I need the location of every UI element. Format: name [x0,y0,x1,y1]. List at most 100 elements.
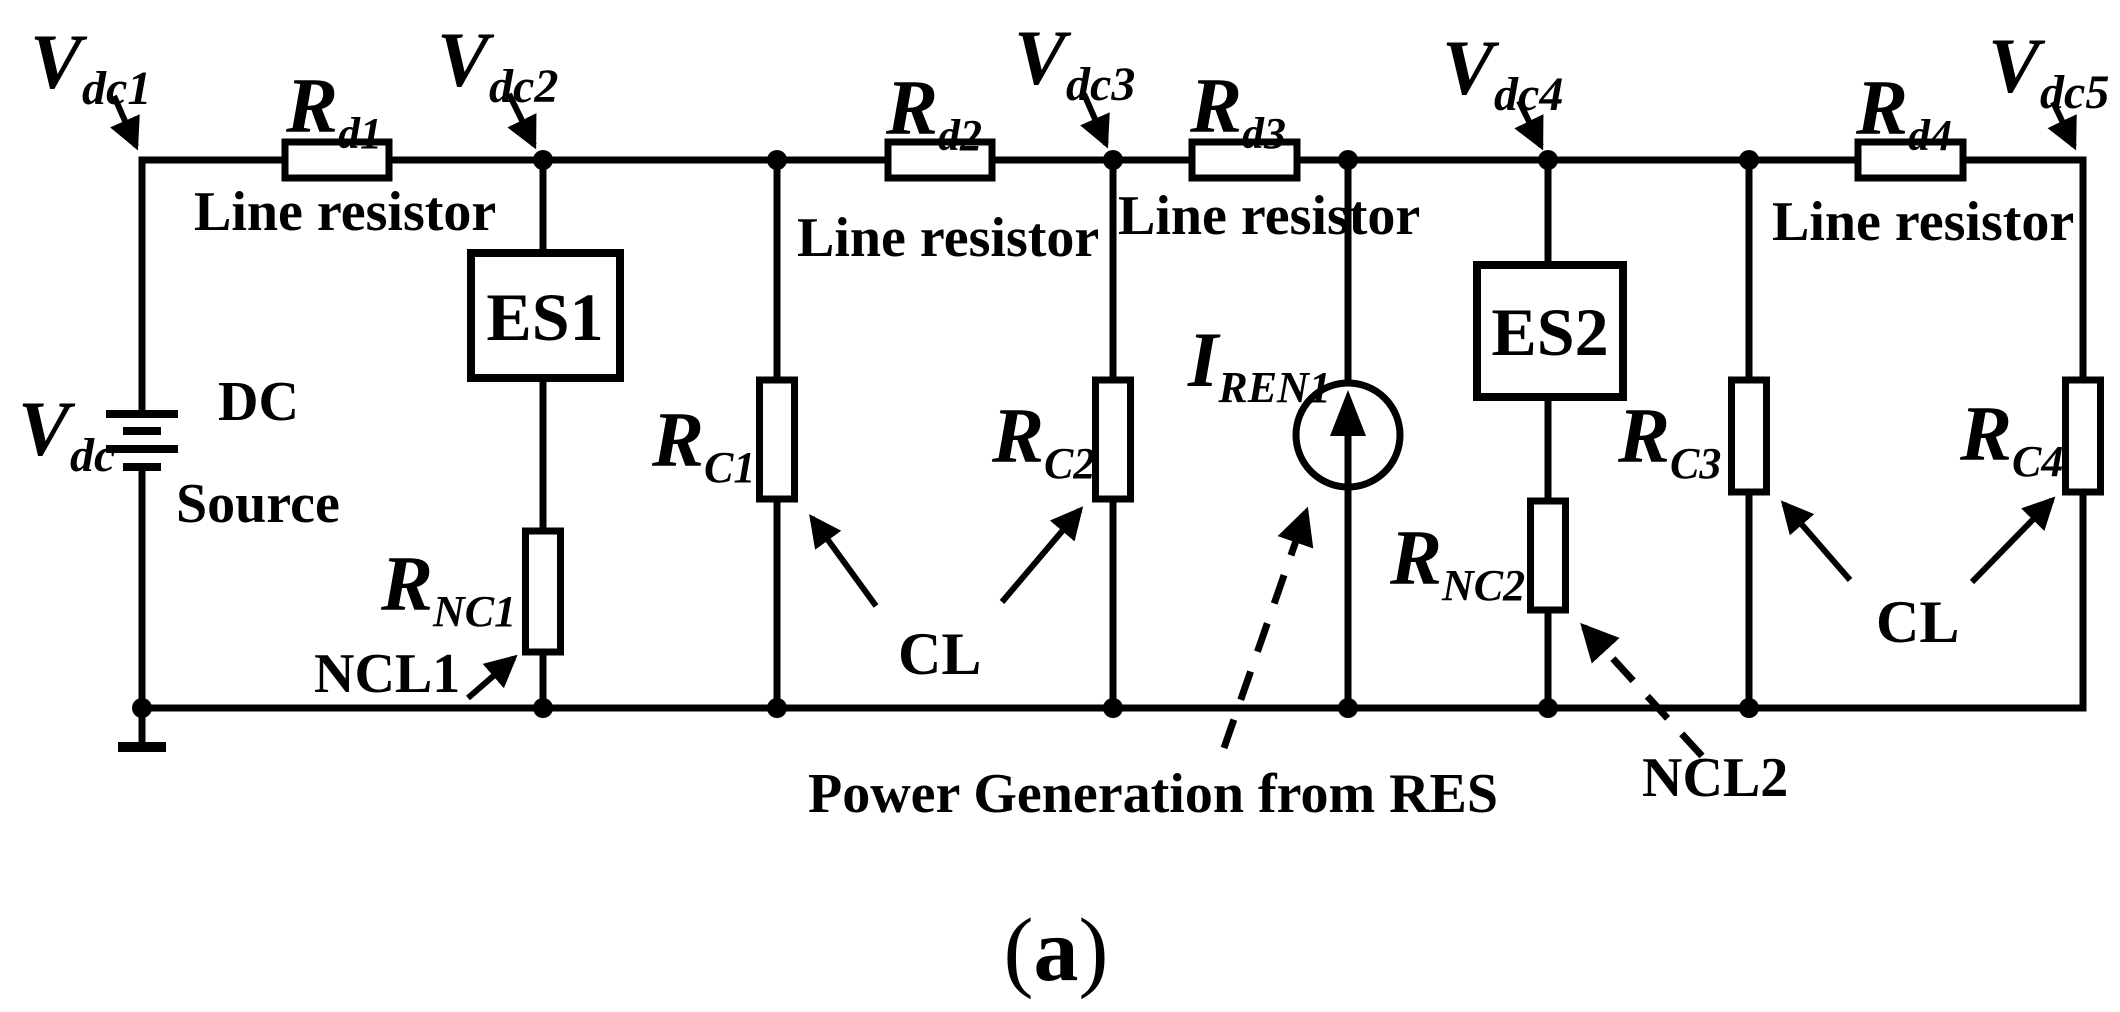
node-label-vdc1: Vdc1 [30,18,151,115]
label-rnc1: RNC1 [380,540,516,636]
junction-dot [1538,698,1558,718]
rc3-subscript: C3 [1670,439,1721,488]
rnc1-subscript: NC1 [432,587,516,636]
line-resistor-caption-4: Line resistor [1772,191,2074,253]
rc3-symbol: R [1617,392,1670,479]
label-rd1: Rd1 [285,62,382,158]
rnc2-subscript: NC2 [1441,561,1525,610]
line-resistor-caption-1: Line resistor [194,181,496,243]
dc-source-symbol-label: Vdc [18,385,115,482]
resistor-rd1 [281,138,393,182]
rc4-symbol: R [1959,390,2012,477]
current-source-icon [1292,379,1404,491]
es2-label: ES2 [1491,294,1608,370]
junction-dot [533,698,553,718]
rnc1-symbol: R [380,540,433,627]
ncl1-tag: NCL1 [314,643,460,705]
res-annotation: Power Generation from RES [808,763,1498,825]
rd2-symbol: R [885,64,938,151]
label-rc3: RC3 [1617,392,1721,488]
ncl2-dashed-pointer-arrow [1580,622,1705,759]
junction-dot [1739,150,1759,170]
battery-plate-short-2 [123,463,161,471]
label-rc1: RC1 [651,396,755,492]
junction-dot [1538,150,1558,170]
iren1-subscript: REN1 [1217,363,1330,412]
node-label-vdc5: Vdc5 [1988,22,2109,119]
caption-letter: a [1034,901,1079,1000]
vdc3-subscript: dc3 [1066,58,1135,111]
battery-icon [106,410,178,471]
label-rc4: RC4 [1959,390,2063,486]
junction-dot [533,150,553,170]
node-label-vdc3: Vdc3 [1014,14,1135,111]
ncl1-pointer-arrow [466,654,518,701]
label-rc2: RC2 [991,392,1095,488]
current-source-arrow-head [1330,390,1366,436]
vdc1-symbol: V [30,18,88,105]
rd2-subscript: d2 [938,111,982,160]
junction-dot [1338,698,1358,718]
vdc5-pointer-arrow [2047,100,2077,151]
vdc4-pointer-arrow [1514,99,1544,151]
resistor-rd4 [1854,138,1967,182]
label-rd4: Rd4 [1855,64,1952,160]
rd4-symbol: R [1855,64,1908,151]
rd1-subscript: d1 [338,109,382,158]
rc1-symbol: R [651,396,704,483]
vdc2-symbol: V [437,16,495,103]
junction-dot [1739,698,1759,718]
vdc3-symbol: V [1014,14,1072,101]
junction-dot [767,150,787,170]
resistor-rd2 [884,138,996,182]
junction-dot [1103,698,1123,718]
vdc4-subscript: dc4 [1494,68,1563,121]
dc-source-label-line1: DC [218,371,299,433]
figure-caption: (a) [1004,901,1109,1000]
es1-label: ES1 [486,279,603,355]
rd3-symbol: R [1189,62,1242,149]
resistor-rnc2 [1527,497,1569,614]
es2-box [1473,261,1627,401]
resistor-rd3 [1188,138,1301,182]
es1-box [467,249,624,382]
line-resistor-caption-2: Line resistor [797,207,1099,269]
junction-dot [1103,150,1123,170]
node-label-vdc2: Vdc2 [437,16,558,113]
vdc1-subscript: dc1 [82,62,151,115]
rc1-subscript: C1 [704,443,755,492]
cl-left-pointer-arrow-2 [999,506,1084,604]
cl-right-pointer-arrow-1 [1780,500,1853,582]
resistor-rc1 [756,376,798,503]
battery-plate-long-2 [106,445,178,453]
cl-right-pointer-arrow-2 [1969,496,2056,585]
vdc-symbol: V [18,385,76,472]
line-resistor-caption-3: Line resistor [1118,185,1420,247]
rc2-symbol: R [991,392,1044,479]
rnc2-symbol: R [1389,514,1442,601]
caption-close-paren: ) [1079,901,1109,1000]
battery-plate-long-1 [106,410,178,418]
ncl2-tag: NCL2 [1642,747,1788,809]
cl-caption-right: CL [1876,589,1959,655]
junction-dot [132,698,152,718]
vdc2-pointer-arrow [506,92,537,150]
vdc2-subscript: dc2 [489,60,558,113]
vdc5-symbol: V [1988,22,2046,109]
vdc-subscript: dc [70,429,115,482]
label-rd3: Rd3 [1189,62,1286,158]
label-rd2: Rd2 [885,64,982,160]
rd4-subscript: d4 [1908,111,1952,160]
dc-source-label-line2: Source [176,473,340,535]
rd1-symbol: R [285,62,338,149]
node-label-vdc4: Vdc4 [1442,24,1563,121]
resistor-rc4 [2062,376,2104,496]
resistor-rnc1 [522,527,564,656]
cl-left-pointer-arrow-1 [809,514,879,608]
junction-dot [1338,150,1358,170]
vdc5-subscript: dc5 [2040,66,2109,119]
caption-open-paren: ( [1004,901,1034,1000]
iren1-symbol: I [1187,316,1221,403]
res-dashed-pointer-arrow [1220,506,1314,750]
